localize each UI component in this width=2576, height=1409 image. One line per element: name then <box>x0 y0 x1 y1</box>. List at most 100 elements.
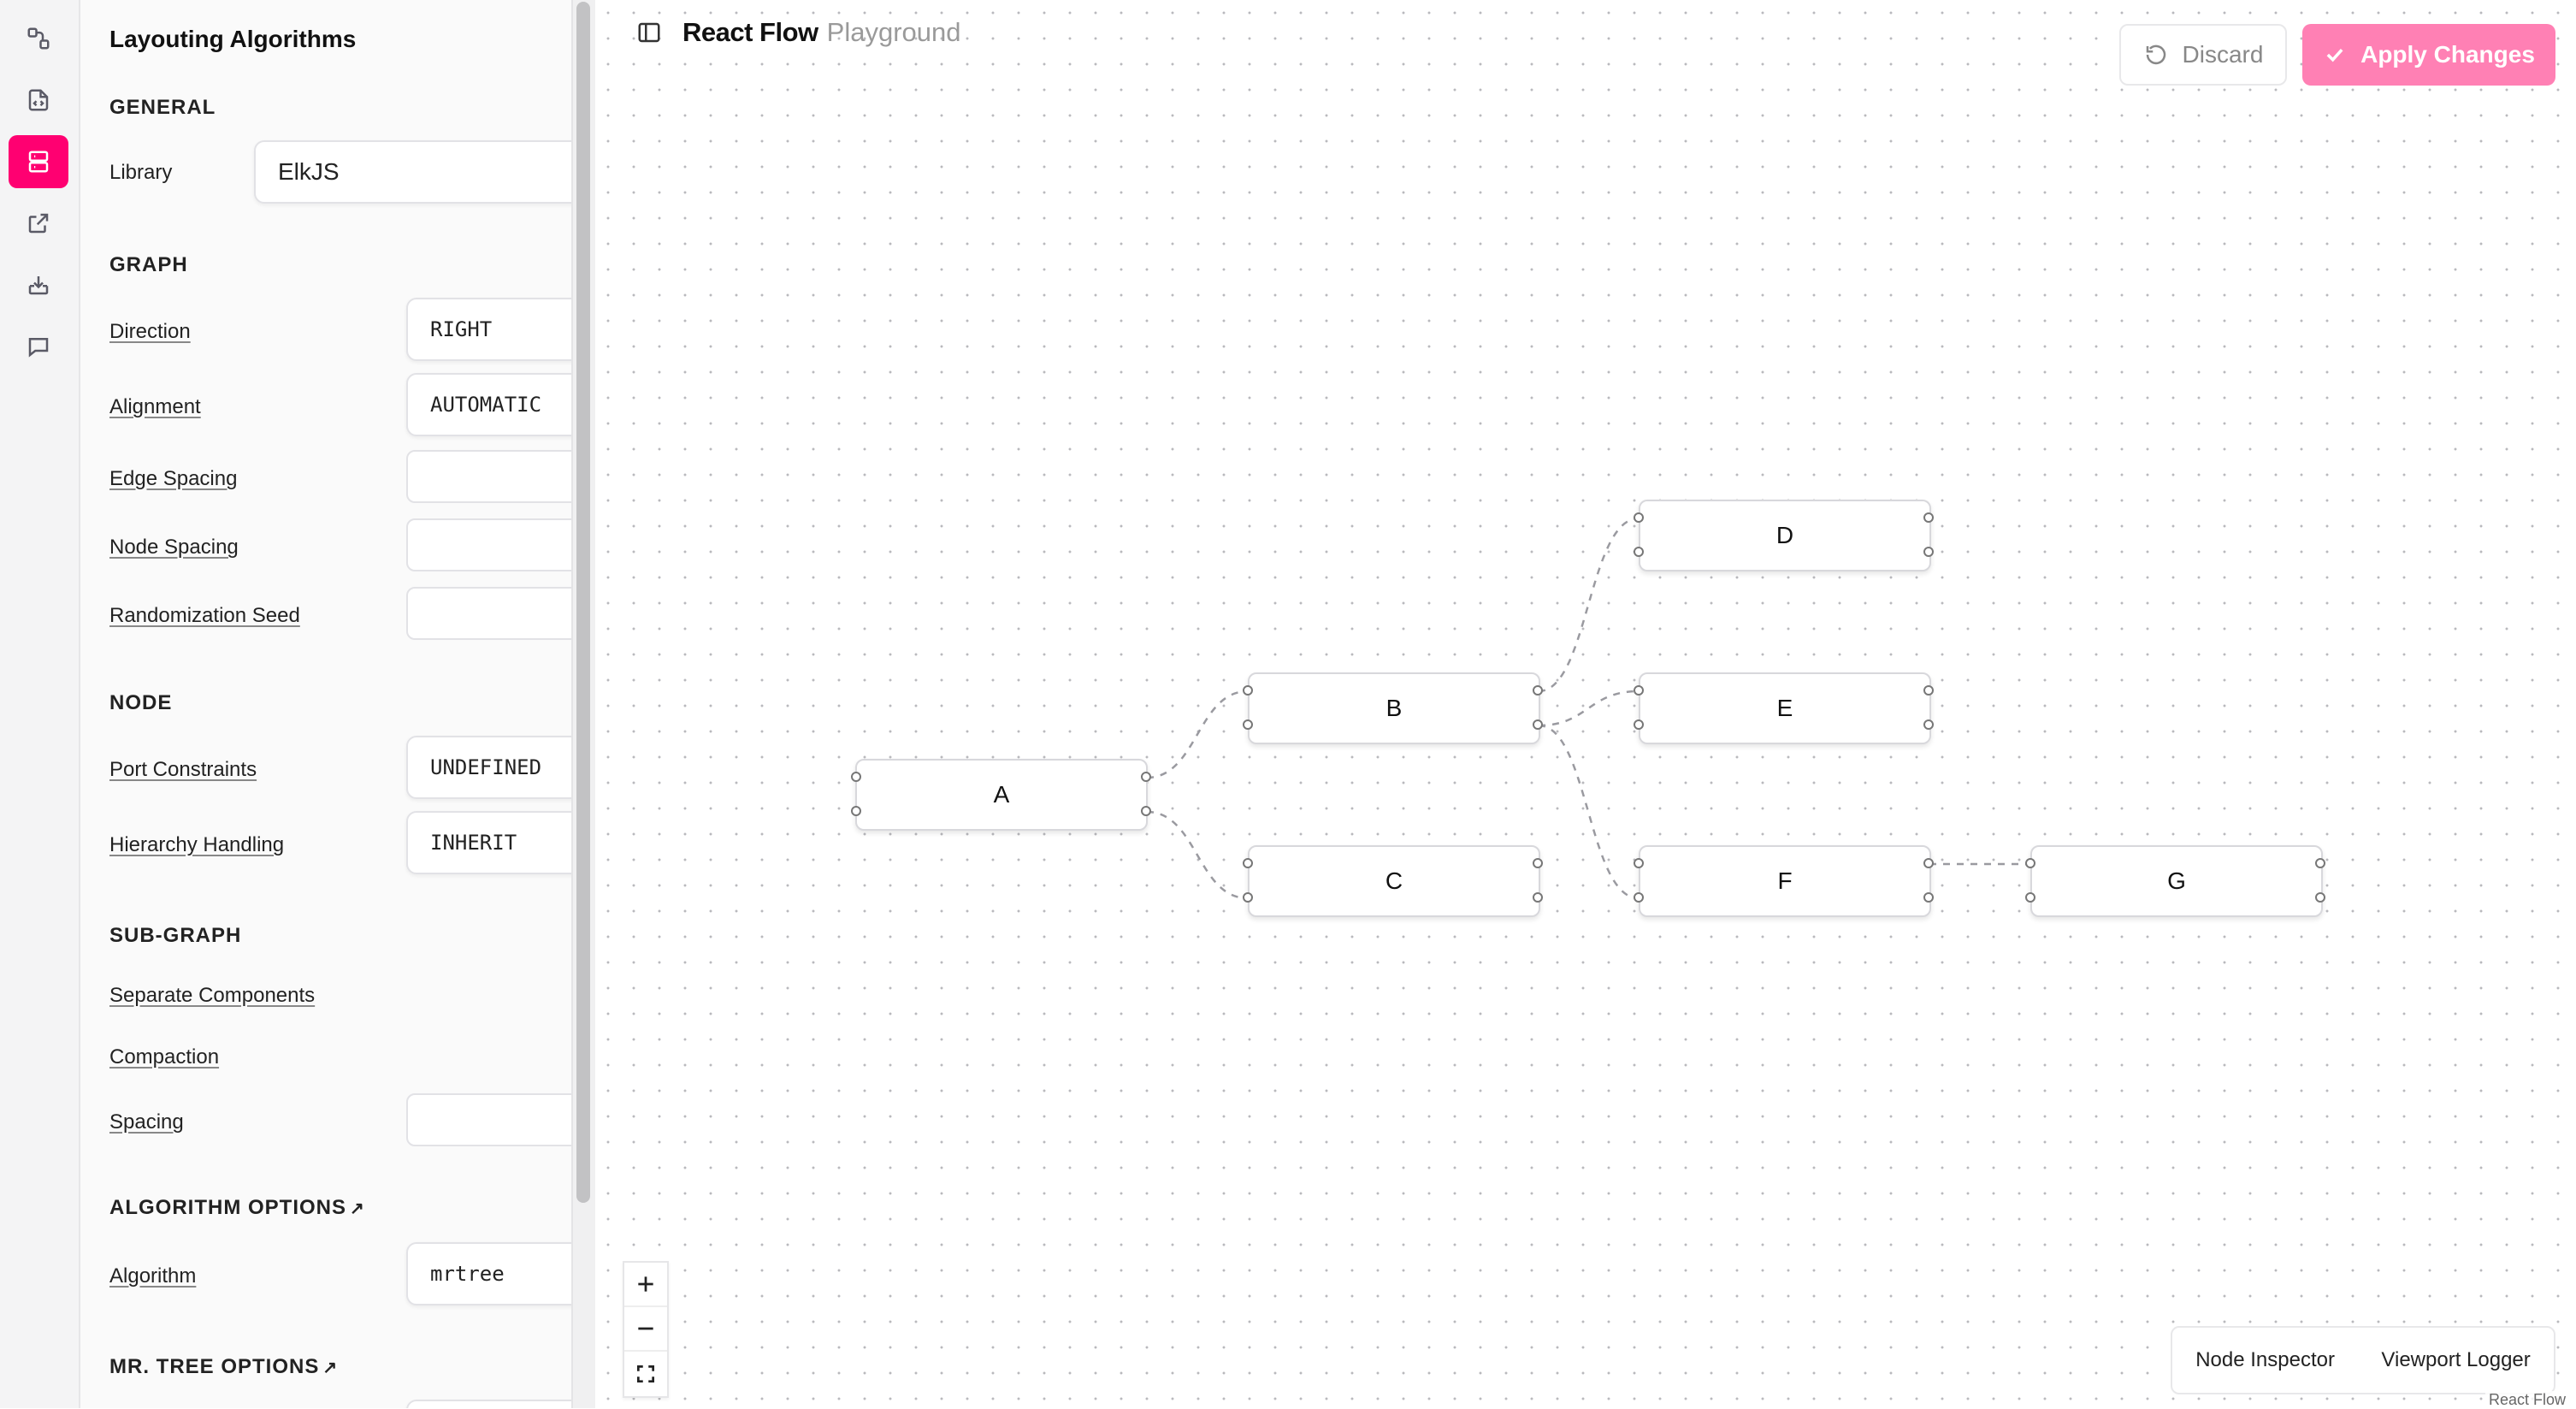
alignment-label: Alignment <box>109 395 201 418</box>
section-node: NODE <box>109 691 173 714</box>
minus-icon <box>638 1327 653 1330</box>
node-handle[interactable] <box>1141 806 1151 816</box>
mrtree-options-heading: MR. TREE OPTIONS <box>109 1355 320 1378</box>
direction-select[interactable]: RIGHT <box>406 298 571 361</box>
algorithm-options-heading: ALGORITHM OPTIONS <box>109 1196 346 1219</box>
node-handle[interactable] <box>1634 719 1644 730</box>
node-inspector-toggle[interactable]: Node Inspector <box>2195 1348 2335 1371</box>
section-general: GENERAL <box>109 96 216 119</box>
external-link-icon: ↗ <box>350 1199 365 1218</box>
node-handle[interactable] <box>1533 685 1543 696</box>
apply-label: Apply Changes <box>2360 41 2535 68</box>
fit-view-icon <box>636 1365 655 1383</box>
flow-node-e[interactable]: E <box>1639 672 1931 744</box>
alignment-select[interactable]: AUTOMATIC <box>406 373 571 436</box>
node-handle[interactable] <box>1634 685 1644 696</box>
library-select[interactable]: ElkJS <box>254 140 571 204</box>
viewport-logger-toggle[interactable]: Viewport Logger <box>2381 1348 2531 1371</box>
external-link-icon: ↗ <box>322 1359 339 1377</box>
hierarchy-handling-select[interactable]: INHERIT <box>406 811 571 874</box>
algorithm-value: mrtree <box>430 1262 505 1286</box>
randomization-seed-label: Randomization Seed <box>109 604 300 627</box>
port-constraints-label: Port Constraints <box>109 758 257 781</box>
node-handle[interactable] <box>1923 512 1934 523</box>
node-handle[interactable] <box>1533 858 1543 868</box>
node-handle[interactable] <box>1923 685 1934 696</box>
edge-spacing-label: Edge Spacing <box>109 467 238 490</box>
sidebar-toggle-icon[interactable] <box>636 20 662 45</box>
node-handle[interactable] <box>1634 892 1644 903</box>
discard-label: Discard <box>2182 41 2264 68</box>
attribution-link[interactable]: React Flow <box>2485 1391 2570 1409</box>
zoom-in-button[interactable] <box>624 1263 667 1307</box>
flow-node-f[interactable]: F <box>1639 845 1931 917</box>
flow-node-d[interactable]: D <box>1639 500 1931 571</box>
node-handle[interactable] <box>1634 547 1644 557</box>
node-handle[interactable] <box>1141 772 1151 782</box>
node-handle[interactable] <box>2315 892 2325 903</box>
icon-rail <box>0 0 80 1408</box>
flow-node-b[interactable]: B <box>1248 672 1540 744</box>
brand-title: React Flow <box>682 17 818 47</box>
node-handle[interactable] <box>2025 892 2035 903</box>
node-label: G <box>2167 867 2186 894</box>
mrtree-option-select[interactable] <box>406 1400 571 1408</box>
download-icon[interactable] <box>9 258 68 311</box>
node-handle[interactable] <box>851 806 861 816</box>
node-handle[interactable] <box>2315 858 2325 868</box>
nodes-icon[interactable] <box>9 12 68 65</box>
node-spacing-input[interactable]: 50 <box>406 518 571 571</box>
zoom-controls <box>623 1261 669 1398</box>
code-file-icon[interactable] <box>9 74 68 127</box>
node-handle[interactable] <box>1634 858 1644 868</box>
flow-node-g[interactable]: G <box>2030 845 2323 917</box>
hierarchy-handling-label: Hierarchy Handling <box>109 833 285 856</box>
library-value: ElkJS <box>278 158 340 185</box>
subgraph-spacing-input[interactable]: 20 <box>406 1093 571 1146</box>
comment-icon[interactable] <box>9 320 68 373</box>
direction-label: Direction <box>109 320 191 343</box>
randomization-seed-input[interactable]: 1 <box>406 587 571 640</box>
node-label: A <box>993 781 1010 808</box>
library-label: Library <box>109 161 173 184</box>
section-algorithm-options[interactable]: ALGORITHM OPTIONS↗ <box>109 1196 365 1220</box>
panel-scrollbar-thumb[interactable] <box>576 2 590 1203</box>
port-constraints-value: UNDEFINED <box>430 755 542 779</box>
node-handle[interactable] <box>1533 892 1543 903</box>
node-handle[interactable] <box>1923 547 1934 557</box>
node-handle[interactable] <box>1634 512 1644 523</box>
node-label: E <box>1776 695 1793 721</box>
separate-components-label: Separate Components <box>109 984 316 1007</box>
flow-node-a[interactable]: A <box>855 759 1148 831</box>
discard-button[interactable]: Discard <box>2119 24 2287 86</box>
layout-icon[interactable] <box>9 135 68 188</box>
port-constraints-select[interactable]: UNDEFINED <box>406 736 571 799</box>
zoom-out-button[interactable] <box>624 1307 667 1352</box>
apply-changes-button[interactable]: Apply Changes <box>2302 24 2555 86</box>
node-handle[interactable] <box>1243 719 1253 730</box>
subgraph-spacing-label: Spacing <box>109 1110 184 1134</box>
node-handle[interactable] <box>2025 858 2035 868</box>
edge-spacing-input[interactable]: 10 <box>406 450 571 503</box>
node-spacing-label: Node Spacing <box>109 536 239 559</box>
algorithm-select[interactable]: mrtree <box>406 1242 571 1305</box>
node-handle[interactable] <box>1533 719 1543 730</box>
section-mrtree-options[interactable]: MR. TREE OPTIONS↗ <box>109 1355 338 1379</box>
node-handle[interactable] <box>1243 892 1253 903</box>
external-link-icon[interactable] <box>9 197 68 250</box>
flow-canvas[interactable] <box>595 0 2576 1408</box>
node-label: D <box>1775 522 1794 548</box>
brand-subtitle: Playground <box>826 17 961 47</box>
node-handle[interactable] <box>1923 892 1934 903</box>
undo-icon <box>2146 44 2165 65</box>
node-handle[interactable] <box>1243 858 1253 868</box>
node-handle[interactable] <box>1243 685 1253 696</box>
fit-view-button[interactable] <box>624 1352 667 1396</box>
node-handle[interactable] <box>1923 858 1934 868</box>
devtools-panel: Node Inspector Viewport Logger <box>2171 1326 2555 1394</box>
flow-node-c[interactable]: C <box>1248 845 1540 917</box>
alignment-value: AUTOMATIC <box>430 393 542 417</box>
node-handle[interactable] <box>1923 719 1934 730</box>
direction-value: RIGHT <box>430 317 493 341</box>
node-handle[interactable] <box>851 772 861 782</box>
